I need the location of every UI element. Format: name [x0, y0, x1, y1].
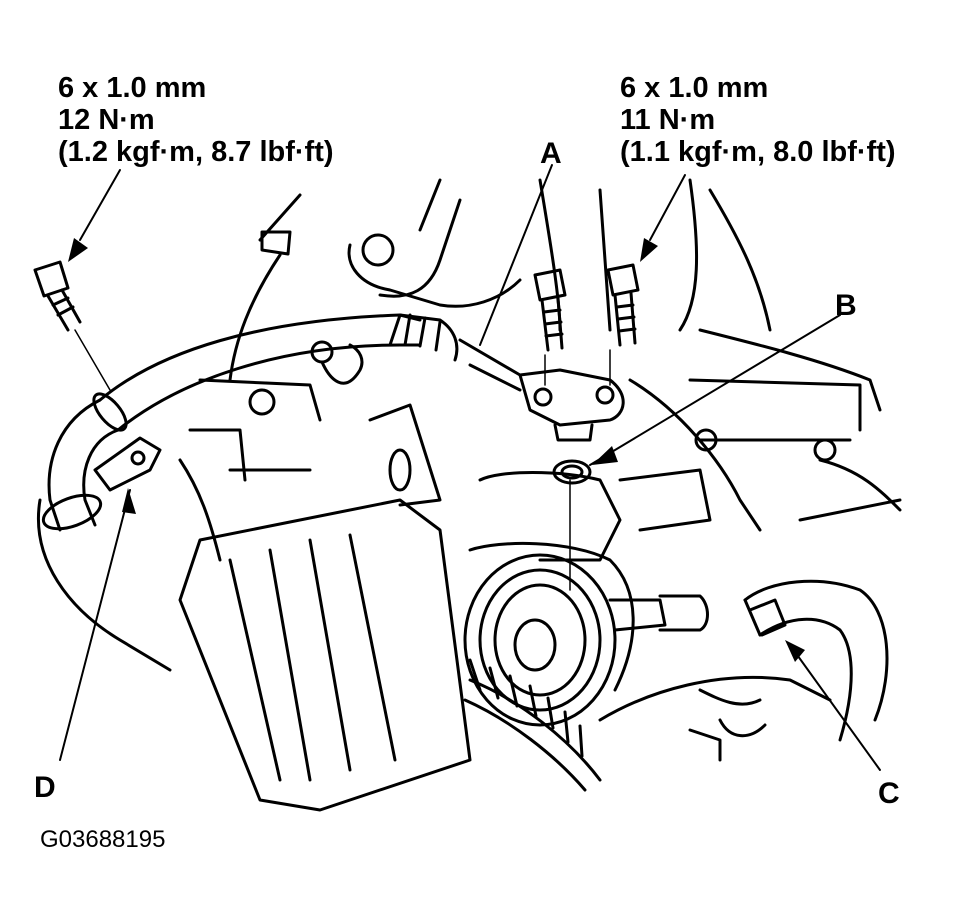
- bolt-size-label: 6 x 1.0 mm: [58, 72, 207, 104]
- figure-id: G03688195: [40, 826, 166, 853]
- torque-label: 11 N·m: [620, 104, 716, 136]
- intake-duct: [463, 658, 602, 792]
- power-steering-pump: [463, 471, 709, 727]
- pressure-line-a: [388, 313, 522, 392]
- hose-clamp-bolt: [33, 260, 82, 332]
- engine-background-outline: [178, 178, 902, 762]
- callout-a: A: [540, 137, 562, 170]
- callout-c: C: [878, 777, 900, 810]
- callout-d: D: [34, 771, 56, 804]
- flange-bolt-left: [533, 268, 567, 352]
- torque-alt-label: (1.2 kgf·m, 8.7 lbf·ft): [58, 136, 334, 168]
- inlet-hose-c: [743, 579, 889, 742]
- torque-spec-right: 6 x 1.0 mm 11 N·m (1.1 kgf·m, 8.0 lbf·ft…: [620, 72, 896, 168]
- torque-label: 12 N·m: [58, 104, 155, 136]
- flange-bolt-right: [606, 263, 640, 347]
- reservoir-bracket: [178, 403, 472, 812]
- outlet-fitting-flange: [518, 368, 625, 442]
- callout-b: B: [835, 289, 857, 322]
- bolt-size-label: 6 x 1.0 mm: [620, 72, 769, 104]
- leader-lines: [59, 164, 881, 771]
- leader-arrowheads: [68, 238, 805, 662]
- return-hose-left: [37, 313, 422, 672]
- hose-clamp-d: [93, 436, 162, 492]
- torque-spec-left: 6 x 1.0 mm 12 N·m (1.2 kgf·m, 8.7 lbf·ft…: [58, 72, 334, 168]
- torque-alt-label: (1.1 kgf·m, 8.0 lbf·ft): [620, 136, 896, 168]
- o-ring-b: [552, 459, 592, 485]
